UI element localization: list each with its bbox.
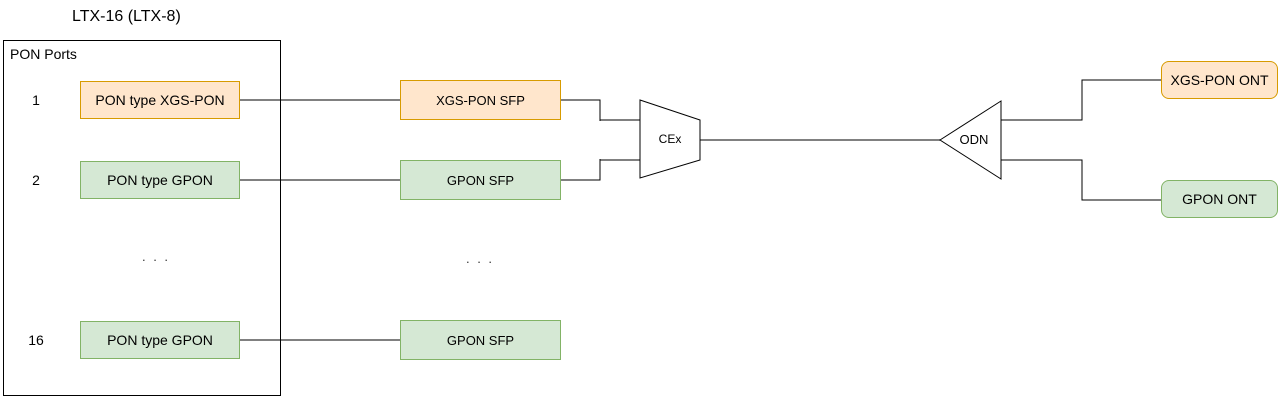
port-number-16: 16 (28, 332, 44, 348)
pon-port-node-16: PON type GPON (80, 321, 240, 359)
ont-node-gpon: GPON ONT (1161, 180, 1278, 218)
sfp-node-gpon: GPON SFP (400, 160, 561, 200)
connector-odn-to-gpon-ont (1001, 159, 1161, 201)
sfp-ellipsis: . . . (465, 251, 495, 266)
connector-odn-to-xgspon-ont (1001, 79, 1161, 121)
sfp-node-xgspon: XGS-PON SFP (400, 80, 561, 120)
cex-combiner-label: CEx (658, 132, 682, 146)
sfp-node-gpon-16: GPON SFP (400, 320, 561, 360)
connector-sfp2-to-cex (561, 159, 601, 181)
odn-splitter-label: ODN (959, 132, 989, 147)
pon-ports-panel-label: PON Ports (10, 46, 77, 62)
pon-port-node-1: PON type XGS-PON (80, 81, 240, 119)
connector-sfp1-to-cex (561, 99, 601, 121)
odn-splitter-shape (939, 100, 1002, 180)
cex-combiner-shape (639, 99, 701, 179)
ont-node-xgspon: XGS-PON ONT (1161, 61, 1278, 99)
pon-port-node-2: PON type GPON (80, 161, 240, 199)
pon-ports-ellipsis: . . . (141, 249, 171, 264)
port-number-2: 2 (32, 172, 40, 188)
diagram-title: LTX-16 (LTX-8) (72, 8, 181, 25)
port-number-1: 1 (32, 92, 40, 108)
pon-ports-panel (3, 40, 281, 396)
